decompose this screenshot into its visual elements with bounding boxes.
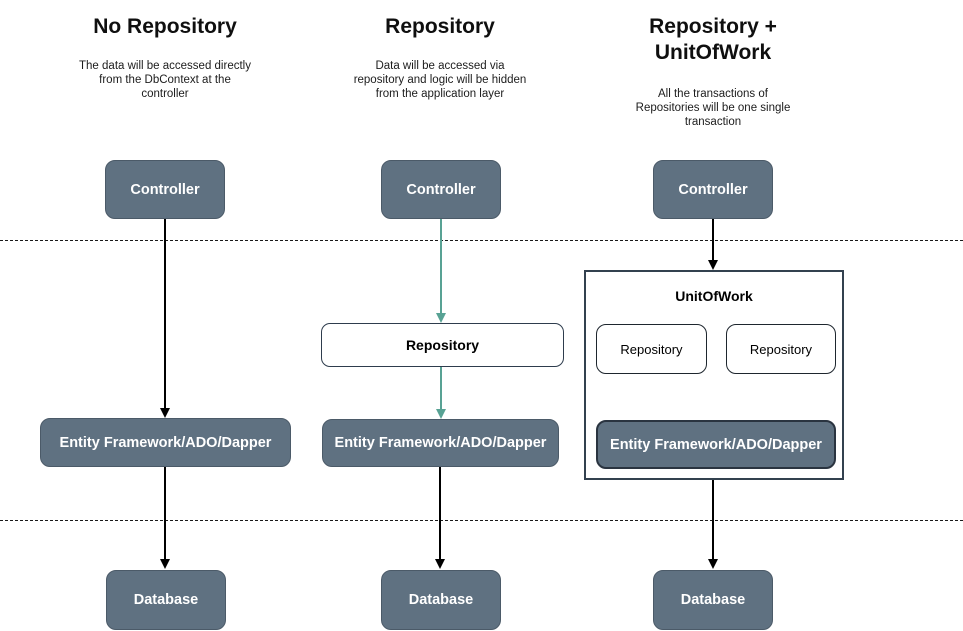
arrow-controller-to-ef-col1 [159,219,171,418]
node-repository-left-col3: Repository [596,324,707,374]
node-database-col3: Database [653,570,773,630]
column3-title: Repository + UnitOfWork [649,15,777,64]
node-repository-right-col3: Repository [726,324,836,374]
column1-title: No Repository [93,15,237,38]
arrow-ef-to-database-col1 [159,467,171,569]
layer-divider-top [0,240,963,241]
arrow-ef-to-database-col2 [434,467,446,569]
unitofwork-label: UnitOfWork [675,288,753,304]
arrow-controller-to-repository-col2 [435,219,447,323]
column1-subtitle: The data will be accessed directly from … [79,60,251,100]
arrowhead-icon [436,409,446,419]
arrowhead-icon [435,559,445,569]
arrow-unitofwork-to-database-col3 [707,480,719,569]
column3-subtitle: All the transactions of Repositories wil… [635,88,791,128]
node-unitofwork-container: UnitOfWork Repository Repository Entity … [584,270,844,480]
arrow-shaft [164,467,166,559]
arrowhead-icon [160,408,170,418]
node-controller-col3: Controller [653,160,773,219]
node-controller-col2: Controller [381,160,501,219]
arrow-shaft [712,219,714,260]
node-database-col1: Database [106,570,226,630]
layer-divider-bottom [0,520,963,521]
node-repository-col2: Repository [321,323,564,367]
arrow-shaft [440,367,442,409]
column2-title: Repository [385,15,495,38]
arrowhead-icon [436,313,446,323]
node-ef-col2: Entity Framework/ADO/Dapper [322,419,559,467]
column2-subtitle: Data will be accessed via repository and… [353,60,527,100]
arrowhead-icon [160,559,170,569]
node-database-col2: Database [381,570,501,630]
arrow-shaft [439,467,441,559]
arrow-shaft [440,219,442,313]
arrowhead-icon [708,559,718,569]
node-ef-col1: Entity Framework/ADO/Dapper [40,418,291,467]
node-controller-col1: Controller [105,160,225,219]
arrow-shaft [712,480,714,559]
arrowhead-icon [708,260,718,270]
node-ef-col3: Entity Framework/ADO/Dapper [596,420,836,469]
arrow-repository-to-ef-col2 [435,367,447,419]
arrow-shaft [164,219,166,408]
arrow-controller-to-unitofwork-col3 [707,219,719,270]
